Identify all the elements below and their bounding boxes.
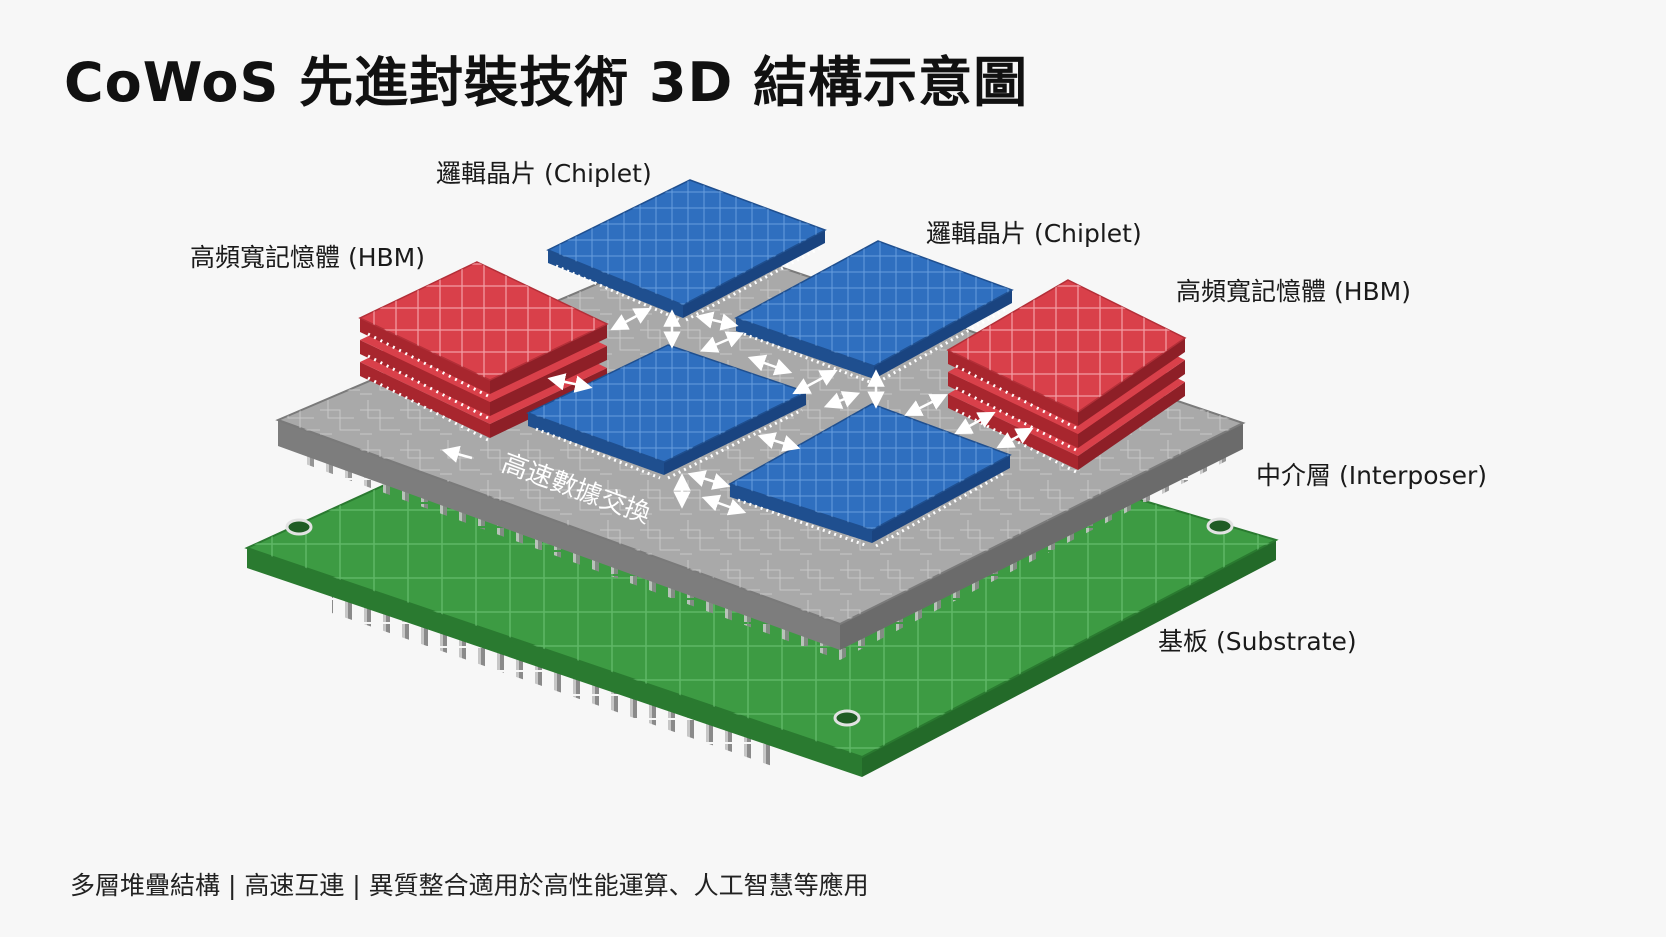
chiplet-top <box>546 179 827 322</box>
label-hbm-right: 高頻寬記憶體 (HBM) <box>1176 277 1411 306</box>
label-substrate: 基板 (Substrate) <box>1158 627 1357 656</box>
mount-hole <box>833 709 861 727</box>
label-hbm-left: 高頻寬記憶體 (HBM) <box>190 243 425 272</box>
interconnect-arrows <box>441 307 1034 516</box>
chiplet-center <box>526 344 808 480</box>
hbm-stack-left <box>358 261 609 442</box>
label-chiplet-top: 邏輯晶片 (Chiplet) <box>436 159 652 188</box>
chiplet-right <box>734 240 1014 384</box>
mount-hole <box>285 518 313 536</box>
page-title: CoWoS 先進封裝技術 3D 結構示意圖 <box>64 51 1029 114</box>
mount-hole <box>1206 517 1234 535</box>
chiplet-bottom <box>728 403 1012 548</box>
caption: 多層堆疊結構 | 高速互連 | 異質整合適用於高性能運算、人工智慧等應用 <box>70 871 869 900</box>
label-chiplet-right: 邏輯晶片 (Chiplet) <box>926 219 1142 248</box>
label-interposer: 中介層 (Interposer) <box>1256 461 1487 490</box>
